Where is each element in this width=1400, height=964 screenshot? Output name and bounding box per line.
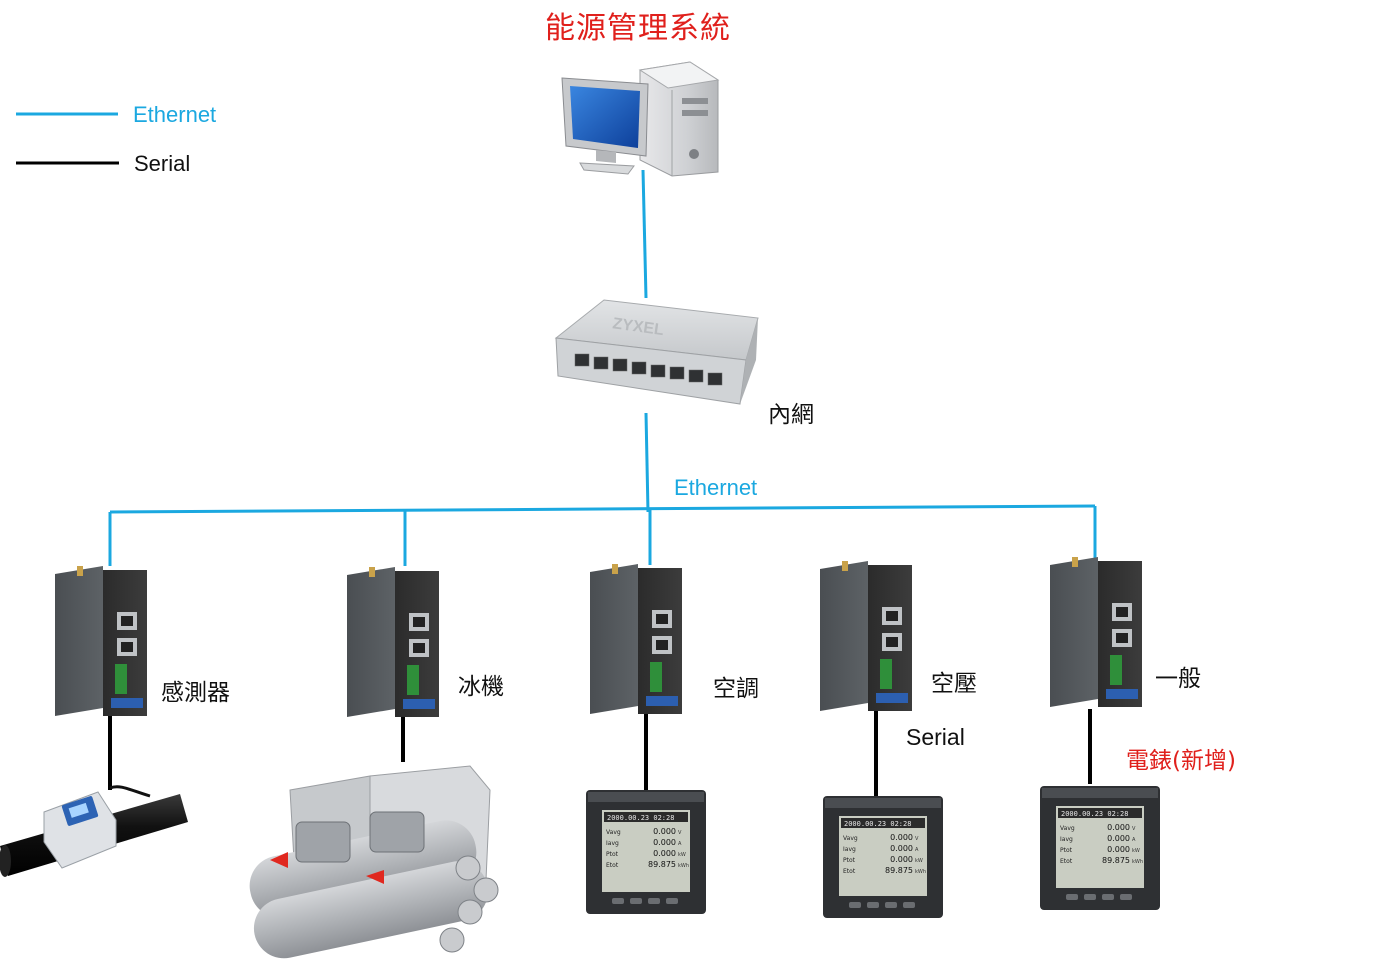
meter-row-unit: A [678, 841, 682, 847]
meter-row-value: 0.000 [1107, 834, 1130, 843]
meter-row-name: Etot [1060, 858, 1073, 865]
meter-row-value: 0.000 [890, 844, 913, 853]
meter-header-text: 2000.00.23 02:28 [844, 820, 911, 828]
serial-link-label: Serial [906, 724, 965, 750]
meter-row-name: Iavg [606, 840, 619, 847]
meter-row-name: Vavg [843, 835, 858, 842]
gateway-4-label: 空壓 [931, 671, 977, 697]
meter-row-name: Ptot [606, 851, 619, 858]
gateway-1-label: 感測器 [161, 680, 230, 706]
gateway-2-label: 冰機 [458, 674, 504, 700]
meter-row-unit: kW [1132, 848, 1140, 854]
serial-links [108, 709, 1092, 796]
meter-row-name: Etot [606, 862, 619, 869]
gateway-3-icon [590, 564, 682, 714]
gateway-5-icon [1050, 557, 1142, 707]
legend-ethernet-label: Ethernet [133, 102, 217, 127]
uplink-pc-switch [641, 169, 648, 299]
switch-label: 內網 [768, 402, 814, 428]
meter-row-name: Ptot [1060, 847, 1073, 854]
meter-row-value: 0.000 [653, 849, 676, 858]
gateway-2-icon [347, 567, 439, 717]
gateway-4-icon [820, 561, 912, 711]
meter-row-name: Vavg [606, 829, 621, 836]
meter-row-name: Iavg [1060, 836, 1073, 843]
meter-row-name: Etot [843, 868, 856, 875]
meter-row-value: 89.875 [1102, 856, 1130, 865]
meter-row-unit: V [915, 836, 919, 842]
server-pc-icon [561, 61, 720, 177]
meter-row-value: 0.000 [1107, 823, 1130, 832]
meter-row-value: 0.000 [653, 838, 676, 847]
meter-row-value: 89.875 [885, 866, 913, 875]
network-switch-icon: ZYXEL [554, 299, 759, 405]
meter-row-unit: V [1132, 826, 1136, 832]
meter-row-name: Ptot [843, 857, 856, 864]
meter-row-unit: kWh [1132, 859, 1143, 865]
page-title: 能源管理系統 [545, 11, 731, 46]
new-meter-label: 電錶(新增) [1126, 748, 1236, 774]
ethernet-bus [109, 504, 1096, 514]
meter-row-value: 0.000 [1107, 845, 1130, 854]
legend-serial-label: Serial [134, 151, 191, 176]
gateway-1-icon [55, 566, 147, 716]
meter-row-name: Iavg [843, 846, 856, 853]
meter-row-value: 0.000 [653, 827, 676, 836]
meter-row-name: Vavg [1060, 825, 1075, 832]
meter-row-value: 89.875 [648, 860, 676, 869]
chiller-icon [249, 765, 499, 959]
meter-row-unit: A [915, 847, 919, 853]
uplink-switch-bus [644, 412, 650, 513]
gateway-3-label: 空調 [713, 676, 759, 702]
ethernet-links [108, 169, 1097, 566]
meter-row-value: 0.000 [890, 833, 913, 842]
meter-row-unit: kWh [678, 863, 689, 869]
meter-row-unit: kW [915, 858, 923, 864]
meter-row-unit: V [678, 830, 682, 836]
meter-row-value: 0.000 [890, 855, 913, 864]
meter-header-text: 2000.00.23 02:28 [607, 814, 674, 822]
meter-header-text: 2000.00.23 02:28 [1061, 810, 1128, 818]
meter-row-unit: kW [678, 852, 686, 858]
meter-row-unit: kWh [915, 869, 926, 875]
gateway-5-label: 一般 [1155, 666, 1201, 692]
meter-row-unit: A [1132, 837, 1136, 843]
flow-sensor-icon [0, 785, 188, 877]
ethernet-bus-label: Ethernet [674, 475, 758, 500]
